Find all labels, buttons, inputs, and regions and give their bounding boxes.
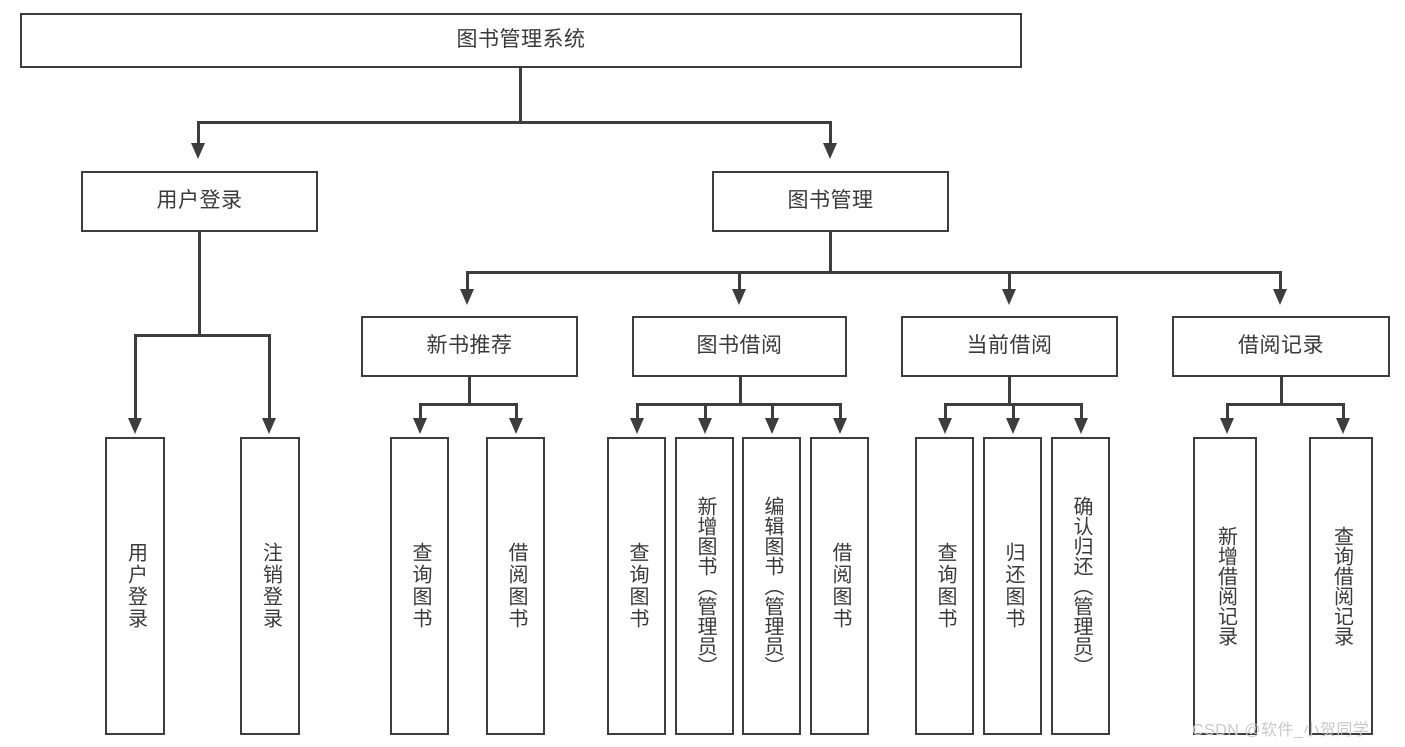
arrowhead-leaf-confirm-return [1074,418,1088,434]
leaf-logout[interactable]: 注销登录 [240,437,300,735]
connector-book-manage-stem [829,232,832,273]
leaf-borrow-book[interactable]: 借阅图书 [810,437,869,735]
leaf-confirm-return-admin[interactable]: 确认归还（管理员） [1051,437,1110,735]
arrowhead-leaf-logout [262,418,276,434]
arrowhead-leaf-query-book-3 [938,418,952,434]
connector-current-borrow-drop-1 [944,403,947,419]
connector-new-book-drop-2 [515,403,518,419]
arrowhead-leaf-query-record [1336,418,1350,434]
node-book-borrow[interactable]: 图书借阅 [632,316,847,377]
connector-book-borrow-drop-2 [704,403,707,419]
connector-level3-drop-2 [738,271,741,290]
connector-user-login-drop-2 [268,334,271,419]
arrowhead-user-login [191,143,205,159]
leaf-borrow-book-recommend[interactable]: 借阅图书 [486,437,545,735]
node-root-system[interactable]: 图书管理系统 [20,13,1022,68]
leaf-query-book-borrow[interactable]: 查询图书 [607,437,666,735]
node-current-borrow[interactable]: 当前借阅 [901,316,1118,377]
connector-book-borrow-drop-4 [839,403,842,419]
arrowhead-leaf-query-book-2 [630,418,644,434]
connector-book-borrow-drop-1 [636,403,639,419]
node-user-login[interactable]: 用户登录 [81,171,318,232]
leaf-query-book-recommend[interactable]: 查询图书 [390,437,449,735]
arrowhead-leaf-user-login [128,418,142,434]
connector-user-login-drop-1 [134,334,137,419]
leaf-user-login[interactable]: 用户登录 [105,437,165,735]
connector-book-borrow-stem [739,377,742,405]
arrowhead-leaf-return-book [1006,418,1020,434]
connector-root-to-book-manage [829,121,832,145]
arrowhead-leaf-borrow-book-1 [509,418,523,434]
connector-level3-bus [466,271,1281,274]
arrowhead-leaf-query-book-1 [413,418,427,434]
arrowhead-book-manage [823,143,837,159]
arrowhead-leaf-borrow-book-2 [833,418,847,434]
leaf-add-borrow-record[interactable]: 新增借阅记录 [1193,437,1257,735]
connector-borrow-record-drop-1 [1226,403,1229,419]
connector-book-borrow-drop-3 [771,403,774,419]
leaf-return-book[interactable]: 归还图书 [983,437,1042,735]
connector-user-login-bus [134,334,270,337]
connector-root-to-user-login [197,121,200,145]
connector-book-borrow-bus [636,403,841,406]
connector-new-book-stem [468,377,471,405]
connector-current-borrow-drop-2 [1012,403,1015,419]
connector-level3-drop-3 [1008,271,1011,290]
connector-root-bus [197,121,832,124]
arrowhead-book-borrow [732,289,746,305]
node-borrow-record[interactable]: 借阅记录 [1172,316,1390,377]
leaf-add-book-admin[interactable]: 新增图书（管理员） [675,437,734,735]
node-new-book-recommend[interactable]: 新书推荐 [361,316,578,377]
connector-new-book-bus [419,403,517,406]
connector-level3-drop-1 [466,271,469,290]
connector-user-login-stem [198,232,201,336]
connector-borrow-record-bus [1226,403,1344,406]
connector-current-borrow-stem [1008,377,1011,405]
arrowhead-borrow-record [1273,289,1287,305]
leaf-edit-book-admin[interactable]: 编辑图书（管理员） [742,437,801,735]
arrowhead-current-borrow [1002,289,1016,305]
arrowhead-leaf-add-book [698,418,712,434]
connector-borrow-record-drop-2 [1342,403,1345,419]
connector-borrow-record-stem [1280,377,1283,405]
leaf-query-book-current[interactable]: 查询图书 [915,437,974,735]
connector-current-borrow-drop-3 [1080,403,1083,419]
leaf-query-borrow-record[interactable]: 查询借阅记录 [1309,437,1373,735]
arrowhead-leaf-edit-book [765,418,779,434]
connector-level3-drop-4 [1279,271,1282,290]
node-book-manage[interactable]: 图书管理 [712,171,949,232]
connector-new-book-drop-1 [419,403,422,419]
arrowhead-leaf-add-record [1220,418,1234,434]
connector-root-stem [519,68,522,122]
arrowhead-new-book-recommend [460,289,474,305]
